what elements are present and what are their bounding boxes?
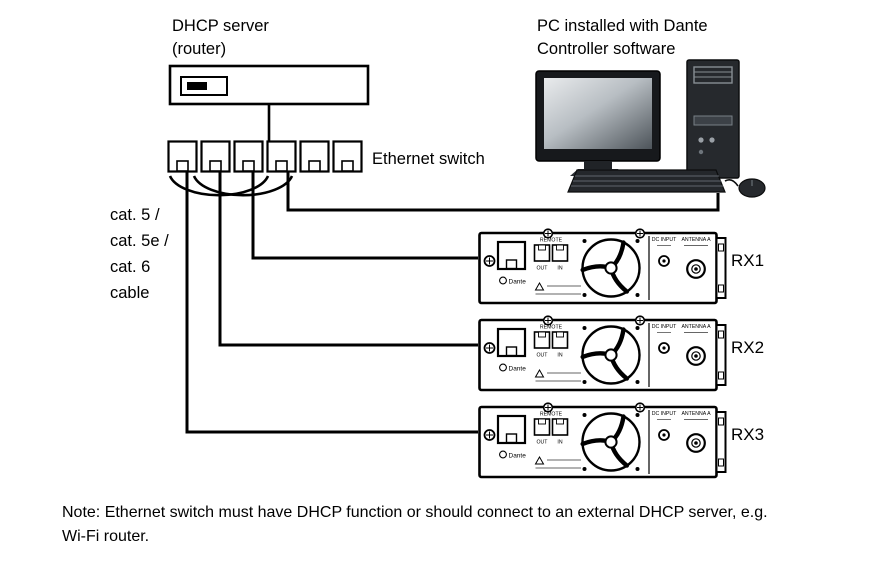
rx-unit-2 [480, 316, 726, 390]
pc-mouse-icon [724, 178, 766, 198]
dhcp-router [168, 64, 370, 106]
cable-type-label-line2: cat. 5e / [110, 232, 169, 250]
cable-switch-to-rx3 [185, 172, 478, 434]
pc-label-line1: PC installed with Dante [537, 17, 708, 35]
pc-keyboard-icon [567, 169, 726, 193]
switch-port-icon [332, 140, 363, 173]
rx-unit-1 [480, 229, 726, 303]
dhcp-server-label-line1: DHCP server [172, 17, 269, 35]
rx2-label: RX2 [731, 338, 764, 357]
dhcp-server-label-line2: (router) [172, 40, 226, 58]
switch-port-icon [167, 140, 198, 173]
cable-type-label-line1: cat. 5 / [110, 206, 160, 224]
ethernet-switch-label: Ethernet switch [372, 150, 485, 168]
cable-type-label-line4: cable [110, 284, 149, 302]
cable-type-label-line3: cat. 6 [110, 258, 150, 276]
switch-port-icon [200, 140, 231, 173]
switch-port-icon [299, 140, 330, 173]
switch-port-icon [233, 140, 264, 173]
note-line1: Note: Ethernet switch must have DHCP fun… [62, 504, 768, 521]
rx1-label: RX1 [731, 251, 764, 270]
rx-unit-3 [480, 403, 726, 477]
pc-label-line2: Controller software [537, 40, 675, 58]
pc-monitor-icon [535, 70, 661, 176]
note-line2: Wi-Fi router. [62, 528, 149, 545]
pc [535, 59, 766, 198]
cable-switch-to-pc [286, 172, 720, 212]
switch-port-icon [266, 140, 297, 173]
cable-switch-to-rx2 [218, 172, 478, 347]
pc-tower-icon [686, 59, 740, 179]
cable-switch-to-rx1 [251, 172, 478, 260]
ethernet-switch [167, 140, 363, 173]
rx3-label: RX3 [731, 425, 764, 444]
